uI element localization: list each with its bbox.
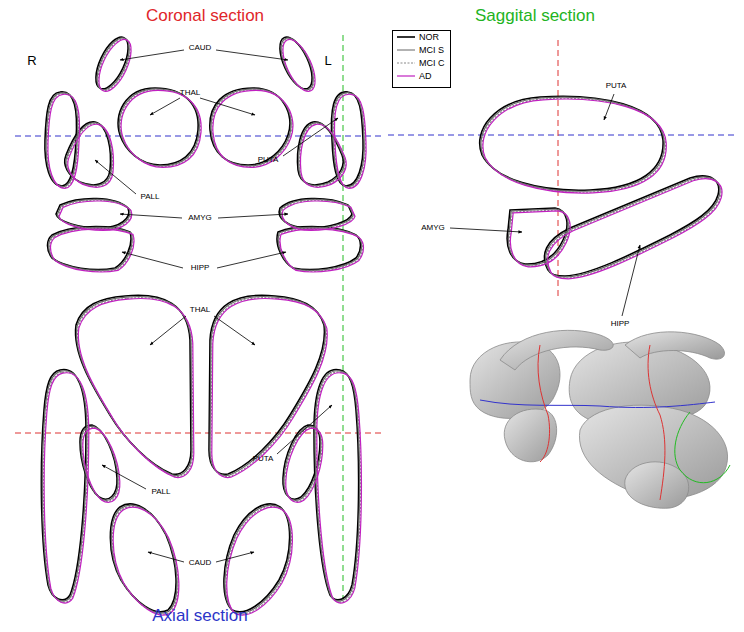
legend-line bbox=[396, 58, 416, 68]
legend-entry: NOR bbox=[396, 32, 439, 42]
structure-label: PUTA bbox=[253, 455, 274, 463]
side-label: L bbox=[324, 54, 331, 67]
section-title: Axial section bbox=[152, 607, 247, 624]
legend-line bbox=[396, 71, 416, 81]
section-title: Coronal section bbox=[146, 7, 264, 24]
legend-text: MCI S bbox=[419, 45, 444, 55]
structure-label: CAUD bbox=[189, 559, 212, 567]
structure-label: THAL bbox=[190, 306, 210, 314]
legend-line bbox=[396, 32, 416, 42]
structure-label: THAL bbox=[180, 89, 200, 97]
structure-label: AMYG bbox=[188, 214, 212, 222]
legend-text: NOR bbox=[419, 32, 439, 42]
legend-entry: MCI C bbox=[396, 58, 445, 68]
legend-text: AD bbox=[419, 71, 432, 81]
structure-label: PUTA bbox=[258, 156, 279, 164]
structure-label: PUTA bbox=[606, 82, 627, 90]
structure-label: HIPP bbox=[611, 320, 630, 328]
structure-label: HIPP bbox=[191, 264, 210, 272]
legend-entry: MCI S bbox=[396, 45, 444, 55]
legend-entry: AD bbox=[396, 71, 432, 81]
structure-label: PALL bbox=[152, 488, 171, 496]
section-title: Saggital section bbox=[475, 7, 595, 24]
legend-line bbox=[396, 45, 416, 55]
structure-label: CAUD bbox=[189, 44, 212, 52]
side-label: R bbox=[27, 54, 36, 67]
legend-text: MCI C bbox=[419, 58, 445, 68]
structure-label: AMYG bbox=[421, 224, 445, 232]
structure-label: PALL bbox=[141, 193, 160, 201]
